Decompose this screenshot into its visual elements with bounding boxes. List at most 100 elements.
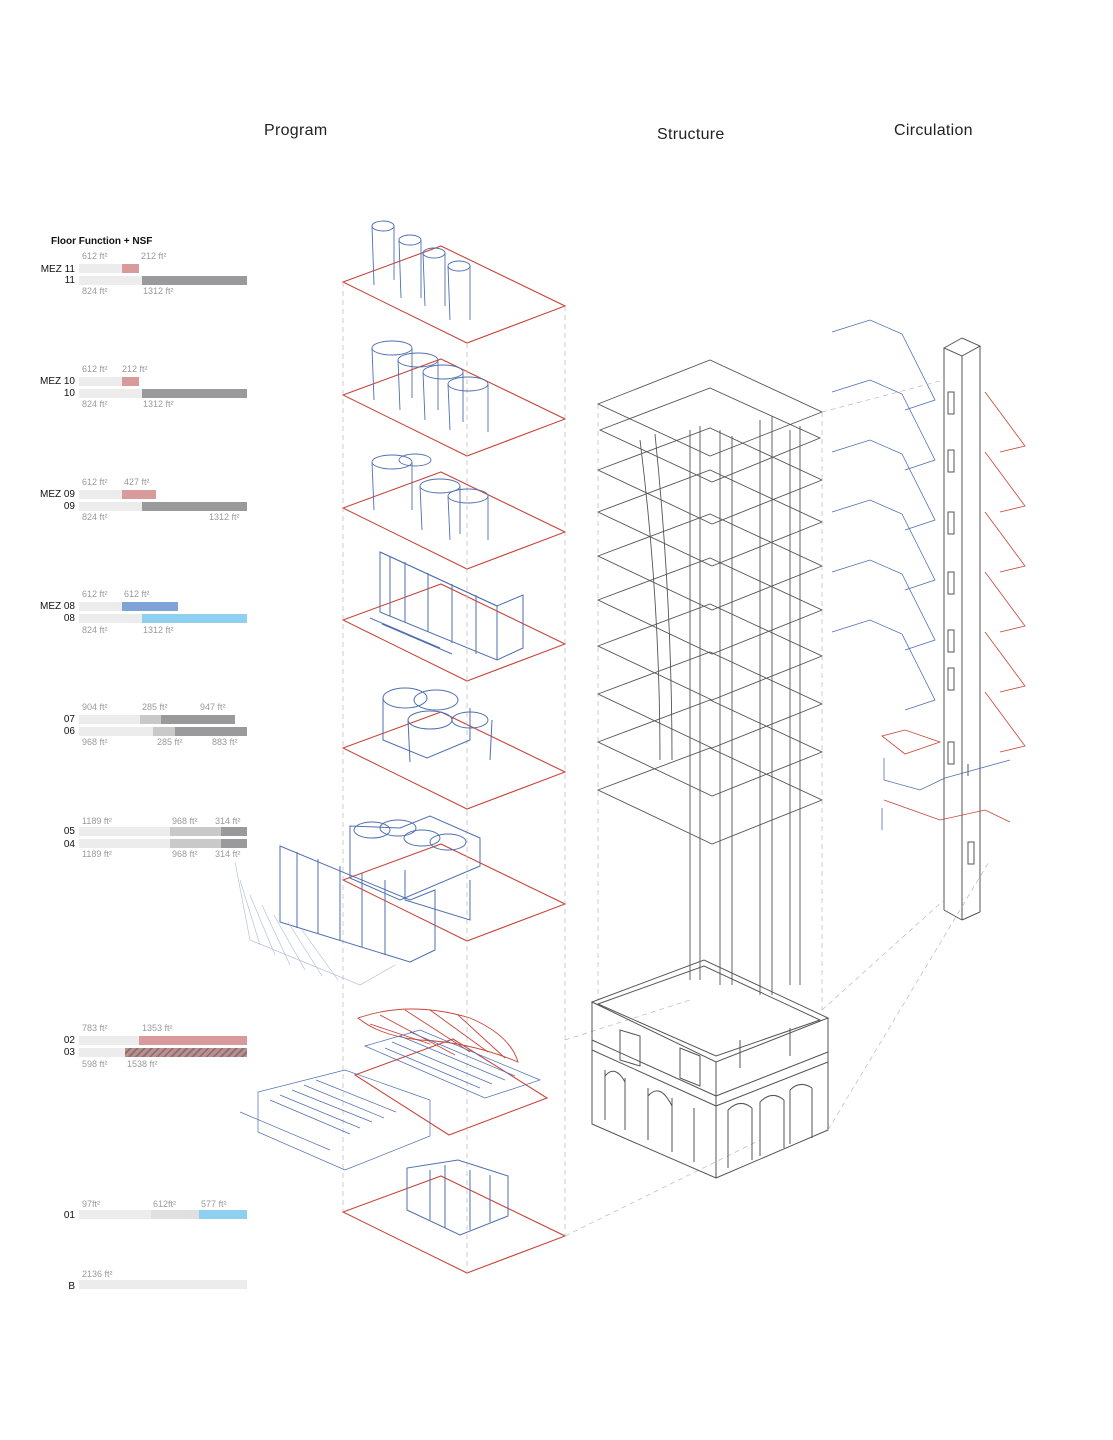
- area-label: 968 ft²: [82, 737, 108, 747]
- floor-bar: [79, 1036, 247, 1045]
- area-label: 1189 ft²: [82, 816, 112, 826]
- floor-bar: [79, 715, 235, 724]
- area-label: 824 ft²: [82, 512, 108, 522]
- area-label: 1189 ft²: [82, 849, 112, 859]
- bar-segment: [221, 839, 247, 848]
- area-label: 824 ft²: [82, 625, 108, 635]
- program-rooms-07-06: [382, 687, 493, 763]
- area-label: 2136 ft²: [82, 1269, 113, 1279]
- area-label: 883 ft²: [212, 737, 238, 747]
- program-seating: [239, 1029, 542, 1171]
- area-label: 285 ft²: [142, 702, 168, 712]
- bar-segment: [142, 389, 247, 398]
- bar-segment: [151, 1210, 199, 1219]
- program-glazed-volume: [369, 551, 524, 661]
- area-label: 824 ft²: [82, 286, 108, 296]
- circulation-dashed-guides: [821, 379, 991, 1131]
- floor-bar: [79, 389, 247, 398]
- floor-bar: [79, 490, 156, 499]
- area-label: 1312 ft²: [143, 286, 174, 296]
- area-label: 612 ft²: [82, 251, 108, 261]
- bar-segment: [142, 502, 247, 511]
- bar-segment: [122, 602, 178, 611]
- floor-label: 08: [63, 613, 75, 624]
- area-label: 1538 ft²: [127, 1059, 158, 1069]
- bar-segment: [161, 715, 235, 724]
- area-label: 947 ft²: [200, 702, 226, 712]
- area-label: 824 ft²: [82, 399, 108, 409]
- program-guides: [342, 282, 566, 1273]
- floor-label: 09: [63, 501, 75, 512]
- structure-tower: [596, 359, 824, 995]
- program-mesh-canopy: [234, 861, 396, 986]
- bar-segment: [142, 614, 247, 623]
- bar-segment: [199, 1210, 247, 1219]
- floor-label: MEZ 10: [39, 376, 75, 387]
- floor-bar: [79, 839, 247, 848]
- area-label: 612 ft²: [82, 364, 108, 374]
- program-curtain-pods: [371, 220, 489, 541]
- bar-segment: [221, 827, 247, 836]
- floor-label: MEZ 09: [39, 489, 75, 500]
- area-label: 1312 ft²: [143, 625, 174, 635]
- floor-bar: [79, 264, 139, 273]
- floor-label: MEZ 11: [40, 264, 75, 275]
- area-label: 1312 ft²: [209, 512, 240, 522]
- circulation-stairs-blue: [831, 319, 1011, 830]
- area-label: 212 ft²: [141, 251, 167, 261]
- program-heading: Program: [264, 122, 328, 139]
- floor-bar: [79, 377, 139, 386]
- floor-bar: [79, 502, 247, 511]
- bar-segment: [142, 276, 247, 285]
- program-floor-planes: [341, 245, 567, 1274]
- floor-label: 10: [63, 388, 75, 399]
- bar-segment: [122, 490, 156, 499]
- area-label: 612 ft²: [82, 589, 108, 599]
- legend-title: Floor Function + NSF: [51, 236, 153, 247]
- area-label: 612ft²: [153, 1199, 177, 1209]
- bar-segment: [170, 839, 221, 848]
- floor-bar: [79, 614, 247, 623]
- bar-segment: [153, 727, 175, 736]
- area-label: 598 ft²: [82, 1059, 108, 1069]
- area-label: 427 ft²: [124, 477, 150, 487]
- floor-label: 06: [63, 726, 75, 737]
- bar-segment: [139, 1036, 247, 1045]
- bar-segment: [122, 264, 139, 273]
- floor-bar: [79, 276, 247, 285]
- area-label: 783 ft²: [82, 1023, 108, 1033]
- circulation-core: [942, 337, 982, 921]
- program-ground-volume: [406, 1159, 509, 1236]
- program-canopy-02: [357, 1008, 519, 1063]
- area-label: 612 ft²: [124, 589, 150, 599]
- floor-bar: [79, 602, 178, 611]
- bar-segment: [122, 377, 139, 386]
- bar-segment: [170, 827, 221, 836]
- floor-label: B: [68, 1281, 75, 1292]
- floor-label: 05: [63, 826, 75, 837]
- floor-label: 07: [63, 714, 75, 725]
- area-label: 904 ft²: [82, 702, 108, 712]
- program-rooms-05-04: [279, 815, 481, 963]
- area-label: 97ft²: [82, 1199, 101, 1209]
- bar-segment: [175, 727, 247, 736]
- floor-label: 02: [63, 1035, 75, 1046]
- area-label: 285 ft²: [157, 737, 183, 747]
- area-label: 968 ft²: [172, 849, 198, 859]
- floor-label: 04: [63, 839, 75, 850]
- floor-label: MEZ 08: [39, 601, 75, 612]
- floor-label: 11: [64, 275, 75, 286]
- floor-bar: [79, 1048, 247, 1057]
- floor-bar: [79, 727, 247, 736]
- floor-bar: [79, 1280, 247, 1289]
- floor-label: 03: [63, 1047, 75, 1058]
- structure-base: [590, 959, 830, 1179]
- area-label: 314 ft²: [215, 816, 241, 826]
- structure-heading: Structure: [657, 126, 725, 143]
- area-label: 577 ft²: [201, 1199, 227, 1209]
- area-label: 212 ft²: [122, 364, 148, 374]
- floor-bar: [79, 1210, 247, 1219]
- floor-label: 01: [63, 1210, 75, 1221]
- area-label: 1312 ft²: [143, 399, 174, 409]
